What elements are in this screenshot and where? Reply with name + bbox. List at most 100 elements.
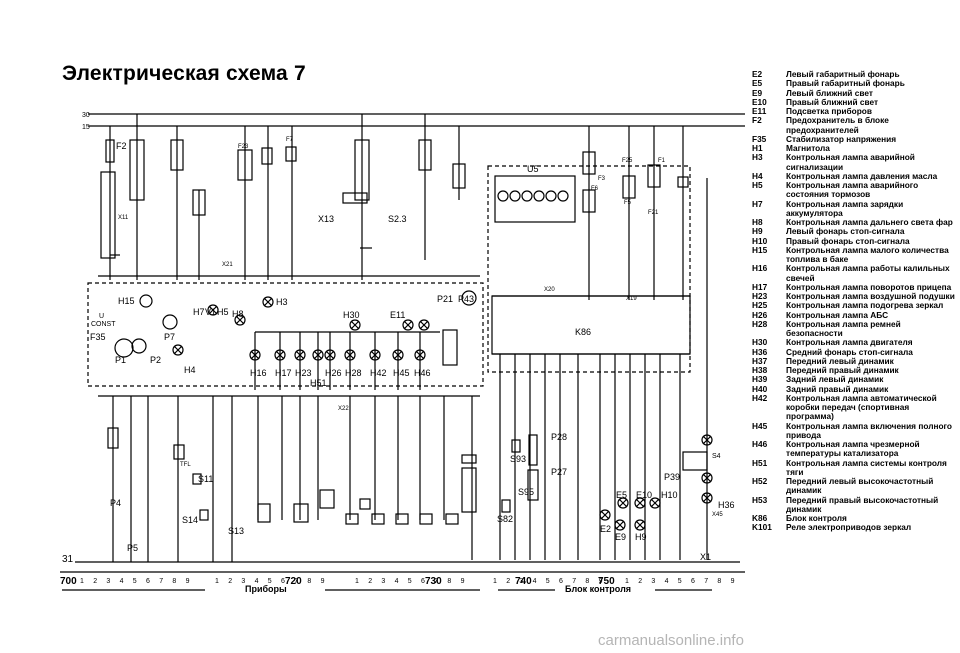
legend-description: Контрольная лампа давления масла — [786, 170, 938, 181]
section-720-label: 720 — [285, 576, 302, 587]
legend-code: K86 — [752, 513, 768, 523]
ruler-digit: 7 — [294, 578, 298, 585]
ruler-digit: 6 — [146, 578, 150, 585]
label-e9: E9 — [615, 532, 626, 542]
ruler-digit: 3 — [381, 578, 385, 585]
legend-code: H25 — [752, 300, 768, 311]
label-f2: F2 — [116, 141, 127, 151]
section-700-label: 700 — [60, 576, 77, 587]
label-f25: F25 — [622, 158, 633, 164]
label-e2: E2 — [600, 524, 611, 534]
ruler-digit: 5 — [408, 578, 412, 585]
legend-code: H51 — [752, 457, 768, 468]
label-v1: V1 — [205, 307, 216, 317]
legend-item: H37 Передний левый динамик — [752, 355, 957, 366]
label-u5: U5 — [527, 164, 539, 174]
legend-description: Правый фонарь стоп-сигнала — [786, 235, 910, 246]
legend-description: Контрольная лампа ремней безопасности — [786, 318, 901, 338]
ruler-digit: 2 — [93, 578, 97, 585]
ruler-digit: 9 — [186, 578, 190, 585]
ruler-digit: 7 — [434, 578, 438, 585]
legend-description: Передний правый высокочастотный динамик — [786, 494, 939, 514]
legend-code: E5 — [752, 78, 763, 89]
legend-item: H42 Контрольная лампа автоматической коро… — [752, 392, 957, 422]
label-h10: H10 — [661, 490, 678, 500]
label-f35: F35 — [90, 332, 106, 342]
legend-description: Контрольная лампа включения полного прив… — [786, 420, 952, 440]
legend-code: E11 — [752, 106, 767, 116]
ruler-digit: 7 — [572, 578, 576, 585]
ruler-digit: 7 — [704, 578, 708, 585]
legend-code: F2 — [752, 115, 762, 126]
label-p28: P28 — [551, 432, 567, 442]
label-h36: H36 — [718, 500, 735, 510]
label-p7: P7 — [164, 332, 175, 342]
legend-description: Магнитола — [786, 143, 830, 153]
label-u: U — [99, 313, 104, 320]
ruler-digit: 4 — [395, 578, 399, 585]
legend-code: H37 — [752, 355, 768, 366]
ruler-digit: 1 — [625, 578, 629, 585]
label-p2: P2 — [150, 355, 161, 365]
label-f1: F1 — [658, 158, 666, 164]
legend-code: H28 — [752, 318, 768, 329]
ruler-digit: 1 — [493, 578, 497, 585]
instruments-label: Приборы — [245, 584, 287, 594]
ruler-digit: 8 — [307, 578, 311, 585]
ruler-digit: 3 — [651, 578, 655, 585]
label-f23: F23 — [238, 144, 249, 150]
label-p27: P27 — [551, 467, 567, 477]
legend-description: Контрольная лампа подогрева зеркал — [786, 300, 944, 311]
legend-code: H1 — [752, 143, 763, 153]
ruler-digit: 5 — [133, 578, 137, 585]
legend-item: H28 Контрольная лампа ремней безопасности — [752, 318, 957, 339]
label-p43: P43 — [458, 294, 474, 304]
legend-description: Контрольная лампа автоматической коробки… — [786, 392, 937, 422]
ruler-digit: 9 — [599, 578, 603, 585]
label-h16: H16 — [250, 368, 267, 378]
legend-code: H26 — [752, 309, 768, 320]
ruler-digit: 2 — [228, 578, 232, 585]
legend-description: Задний левый динамик — [786, 374, 884, 385]
label-h17: H17 — [275, 368, 292, 378]
legend-description: Задний правый динамик — [786, 383, 889, 394]
legend-code: H17 — [752, 281, 768, 292]
legend-code: H5 — [752, 180, 763, 190]
label-p1: P1 — [115, 355, 126, 365]
label-f3: F3 — [598, 176, 606, 182]
label-s82: S82 — [497, 514, 513, 524]
label-e10: E10 — [636, 490, 652, 500]
legend-description: Передний левый динамик — [786, 355, 894, 366]
label-s4: S4 — [712, 453, 721, 460]
label-p4: P4 — [110, 498, 121, 508]
legend-description: Контрольная лампа зарядки аккумулятора — [786, 198, 904, 218]
label-e11: E11 — [390, 310, 405, 320]
ruler-digit: 9 — [731, 578, 735, 585]
legend-code: H10 — [752, 235, 768, 246]
legend-description: Средний фонарь стоп-сигнала — [786, 346, 913, 357]
label-h30: H30 — [343, 310, 360, 320]
legend-code: H42 — [752, 392, 768, 403]
label-h23: H23 — [295, 368, 312, 378]
ground-bus-label: 31 — [62, 554, 74, 565]
legend-description: Предохранитель в блоке предохранителей — [786, 115, 889, 135]
legend-code: K101 — [752, 522, 772, 533]
label-x20: X20 — [544, 287, 555, 293]
legend-code: H7 — [752, 198, 763, 209]
legend-code: H46 — [752, 439, 768, 449]
label-h46: H46 — [414, 368, 431, 378]
bus-30-label: 30 — [82, 112, 90, 119]
lamp-symbols — [172, 296, 713, 531]
